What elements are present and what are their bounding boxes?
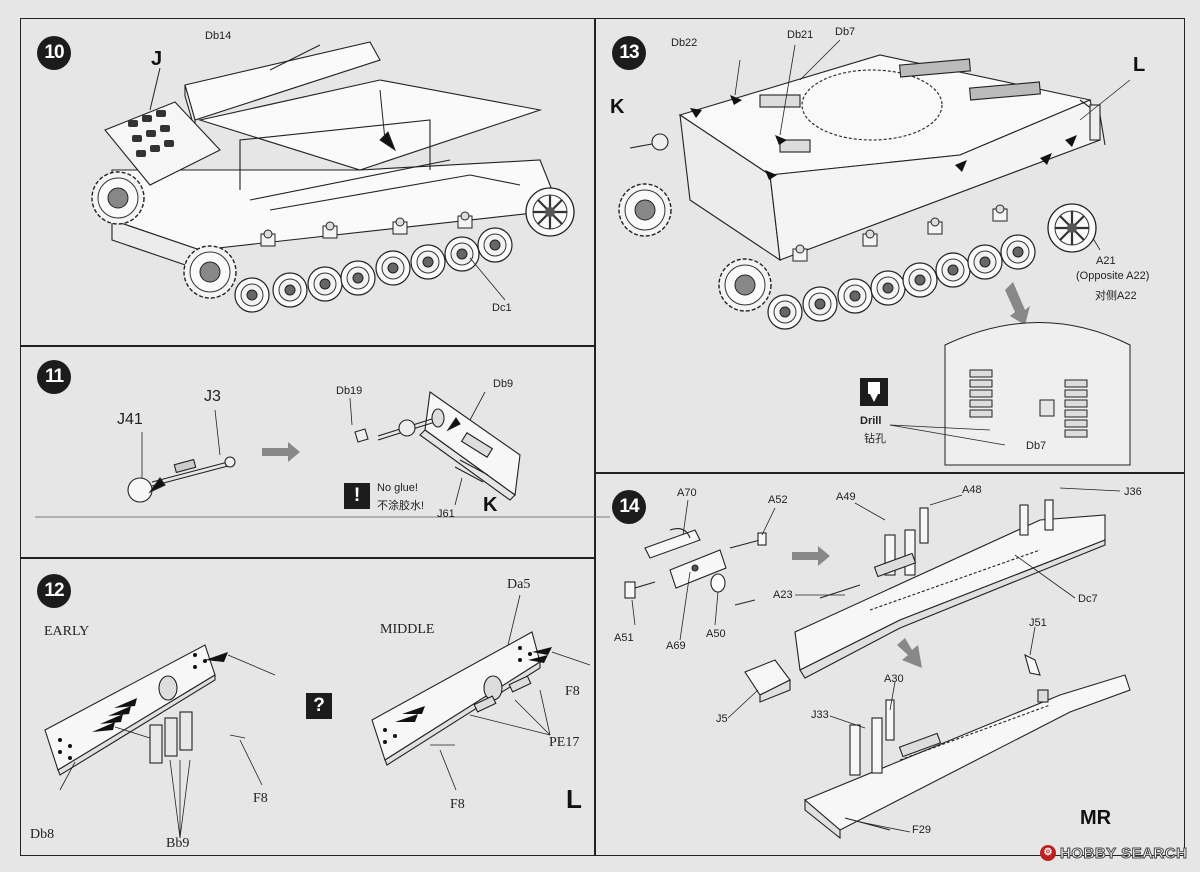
part-label-a21: A21	[1096, 255, 1116, 267]
part-label-a52: A52	[768, 494, 788, 506]
part-label-j3: J3	[204, 388, 221, 405]
part-label-db22: Db22	[671, 37, 698, 49]
step-number-11: 11	[37, 360, 71, 394]
panel-step-13	[595, 18, 1185, 473]
part-label-f8-middle-right: F8	[565, 684, 580, 699]
part-label-db8: Db8	[30, 827, 55, 842]
panel-step-11	[20, 346, 595, 558]
step-number-12: 12	[37, 574, 71, 608]
part-label-db9: Db9	[493, 378, 514, 390]
step12-middle	[371, 594, 591, 791]
part-label-db19: Db19	[336, 385, 363, 397]
subassembly-label-l-step13: L	[1133, 54, 1146, 76]
part-label-f8-early: F8	[253, 791, 268, 806]
step-number-13: 13	[612, 36, 646, 70]
step13-hull	[629, 54, 1106, 262]
part-label-a23: A23	[773, 589, 793, 601]
part-label-db14: Db14	[205, 30, 232, 42]
panel-step-10	[20, 18, 595, 346]
part-label-pe17: PE17	[549, 735, 580, 750]
part-label-db7-inset: Db7	[1026, 440, 1047, 452]
watermark-text: HOBBY SEARCH	[1059, 844, 1188, 862]
part-label-j: J	[151, 48, 163, 70]
warning-icon: !	[344, 483, 370, 509]
panel-step-14	[595, 473, 1185, 856]
variant-label-middle: MIDDLE	[380, 622, 435, 637]
part-label-j41: J41	[117, 411, 143, 428]
part-label-db7-top: Db7	[835, 26, 856, 38]
part-label-j5: J5	[716, 713, 728, 725]
subassembly-label-l-step12: L	[566, 784, 582, 814]
question-icon: ?	[306, 693, 332, 719]
variant-label-early: EARLY	[44, 624, 90, 639]
part-label-dc1: Dc1	[492, 302, 512, 314]
part-label-f29: F29	[912, 824, 931, 836]
part-label-a48: A48	[962, 484, 982, 496]
step12-early	[44, 644, 276, 839]
part-label-j36: J36	[1124, 486, 1142, 498]
part-label-f8-middle-bottom: F8	[450, 797, 465, 812]
watermark: ⚙ HOBBY SEARCH	[1040, 842, 1187, 864]
part-label-j33: J33	[811, 709, 829, 721]
part-label-a70: A70	[677, 487, 697, 499]
step11-parts	[127, 391, 521, 506]
panel-step-12	[20, 558, 595, 856]
step-number-14: 14	[612, 490, 646, 524]
no-glue-note-cn: 不涂胶水!	[377, 500, 425, 512]
part-label-a30: A30	[884, 673, 904, 685]
drill-label-cn: 钻孔	[864, 433, 886, 445]
step13-drill-inset	[889, 322, 1131, 466]
no-glue-note-en: No glue!	[377, 482, 418, 494]
step-number-10: 10	[37, 36, 71, 70]
subassembly-label-mr: MR	[1080, 807, 1112, 829]
part-label-a49: A49	[836, 491, 856, 503]
part-label-a50: A50	[706, 628, 726, 640]
part-label-da5: Da5	[507, 577, 531, 592]
drill-label: Drill	[860, 415, 882, 427]
part-label-j61: J61	[437, 508, 455, 520]
part-label-opposite-a22-cn: 对侧A22	[1095, 290, 1137, 302]
part-label-dc7: Dc7	[1078, 593, 1098, 605]
watermark-logo-icon: ⚙	[1040, 845, 1056, 861]
drill-icon	[860, 378, 888, 406]
subassembly-label-k-step13: K	[610, 96, 625, 118]
part-label-j51: J51	[1029, 617, 1047, 629]
part-label-a51: A51	[614, 632, 634, 644]
part-label-bb9: Bb9	[166, 836, 190, 851]
part-label-opposite-a22: (Opposite A22)	[1076, 270, 1150, 282]
part-label-db21: Db21	[787, 29, 814, 41]
subassembly-label-k: K	[483, 494, 498, 516]
part-label-a69: A69	[666, 640, 686, 652]
step14-parts	[624, 499, 1131, 840]
